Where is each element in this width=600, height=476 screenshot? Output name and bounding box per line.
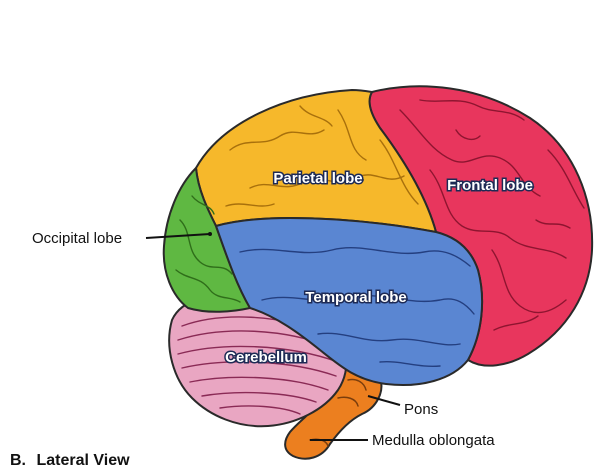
medulla-oblongata-label: Medulla oblongata — [372, 432, 495, 449]
occipital-lobe-label: Occipital lobe — [32, 230, 122, 247]
temporal-lobe-label: Temporal lobe — [305, 289, 406, 306]
occipital-leader-dot — [208, 232, 212, 236]
view-letter: B. — [10, 452, 26, 469]
parietal-lobe-label: Parietal lobe — [273, 170, 362, 187]
pons-label: Pons — [404, 401, 438, 418]
view-title: Lateral View — [36, 452, 130, 469]
view-caption: B. Lateral View — [10, 452, 130, 469]
frontal-lobe-label: Frontal lobe — [447, 177, 533, 194]
cerebellum-label: Cerebellum — [225, 349, 307, 366]
